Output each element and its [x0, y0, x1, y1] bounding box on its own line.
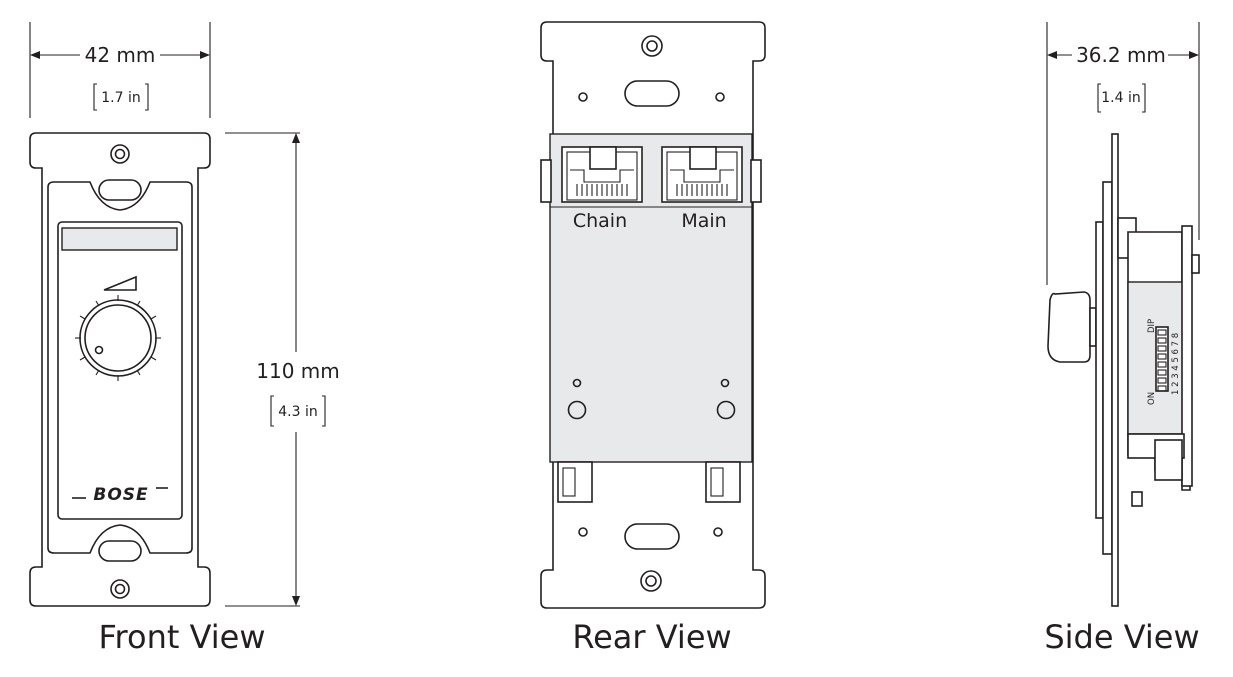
dip-on-label: ON — [1147, 392, 1157, 405]
arrowhead-icon — [292, 596, 300, 606]
front-width-mm: 42 mm — [85, 43, 156, 67]
screw-icon — [641, 35, 663, 57]
rj45-contacts-frame — [670, 169, 734, 183]
label-strip — [61, 227, 178, 251]
side-frame — [1102, 181, 1113, 555]
screw-icon — [646, 40, 658, 52]
side-depth-in: 1.4 in — [1101, 90, 1140, 106]
side-clip — [540, 159, 552, 203]
bottom-clip-right — [705, 461, 741, 503]
dip-label: DIP — [1147, 319, 1157, 333]
screw-icon — [114, 148, 126, 160]
screw-icon — [645, 575, 657, 587]
side-view: 36.2 mm 1.4 in — [1044, 22, 1200, 656]
arrowhead-icon — [30, 51, 40, 59]
bracket-right — [145, 83, 149, 111]
bottom-clip-inner — [710, 467, 724, 497]
mounting-hole — [578, 92, 588, 102]
bottom-clip-inner — [562, 467, 576, 497]
body-hole — [572, 378, 582, 388]
side-rear-edge — [1181, 225, 1193, 487]
rj45-contacts-frame — [570, 169, 634, 183]
front-view: 42 mm 1.7 in — [29, 22, 340, 656]
side-knob-shaft — [1089, 307, 1097, 347]
arrowhead-icon — [1189, 51, 1199, 59]
bose-logo: BOSE — [93, 485, 148, 505]
mounting-hole — [578, 527, 588, 537]
volume-knob — [84, 304, 152, 372]
front-view-caption: Front View — [98, 618, 265, 656]
mounting-slot — [98, 540, 142, 562]
dip-switch: DIP ON 1 2 3 4 5 6 7 8 — [1147, 319, 1181, 405]
bracket-right — [1142, 83, 1146, 113]
side-lower-clip — [1154, 439, 1183, 481]
mounting-hole — [713, 527, 723, 537]
rear-view-caption: Rear View — [572, 618, 731, 656]
rj45-contacts — [676, 184, 728, 196]
rj45-latch — [689, 146, 717, 170]
arrowhead-icon — [1047, 51, 1057, 59]
port-label-chain: Chain — [573, 210, 627, 232]
rj45-port-chain — [561, 146, 643, 203]
volume-icon — [103, 275, 137, 291]
mounting-hole — [715, 92, 725, 102]
side-plate — [1111, 133, 1119, 607]
rj45-contacts — [576, 184, 628, 196]
bracket-left — [1097, 83, 1101, 113]
side-knob — [1047, 291, 1091, 363]
front-height-mm: 110 mm — [256, 359, 340, 383]
bottom-clip-left — [557, 461, 593, 503]
arrowhead-icon — [200, 51, 210, 59]
rj45-latch — [589, 146, 617, 170]
dip-switch-toggles — [1157, 329, 1167, 392]
mounting-slot — [624, 80, 680, 107]
bracket-left — [270, 395, 274, 427]
screw-icon — [640, 570, 662, 592]
port-label-main: Main — [681, 210, 726, 232]
body-hole — [567, 400, 587, 420]
dip-numbers: 1 2 3 4 5 6 7 8 — [1171, 333, 1181, 395]
mounting-slot — [624, 523, 680, 550]
bracket-left — [93, 83, 97, 111]
rj45-port-main — [661, 146, 743, 203]
screw-icon — [110, 144, 130, 164]
front-inner-frame — [47, 181, 193, 554]
knob-indicator-dot — [94, 345, 104, 355]
mounting-slot — [98, 179, 142, 201]
side-depth-mm: 36.2 mm — [1076, 43, 1166, 67]
side-clip — [750, 159, 762, 203]
screw-icon — [110, 579, 130, 599]
front-height-in: 4.3 in — [278, 404, 317, 420]
arrowhead-icon — [292, 133, 300, 143]
side-rear-clip — [1191, 254, 1200, 274]
screw-icon — [114, 583, 126, 595]
rear-view: Chain Main Rear View — [540, 21, 766, 656]
side-bottom-tab — [1131, 491, 1143, 507]
body-hole — [720, 378, 730, 388]
side-view-caption: Side View — [1044, 618, 1199, 656]
knob-ticks — [75, 295, 161, 381]
front-width-in: 1.7 in — [101, 90, 140, 106]
bracket-right — [322, 395, 326, 427]
side-faceplate — [1095, 221, 1104, 519]
body-hole — [716, 400, 736, 420]
